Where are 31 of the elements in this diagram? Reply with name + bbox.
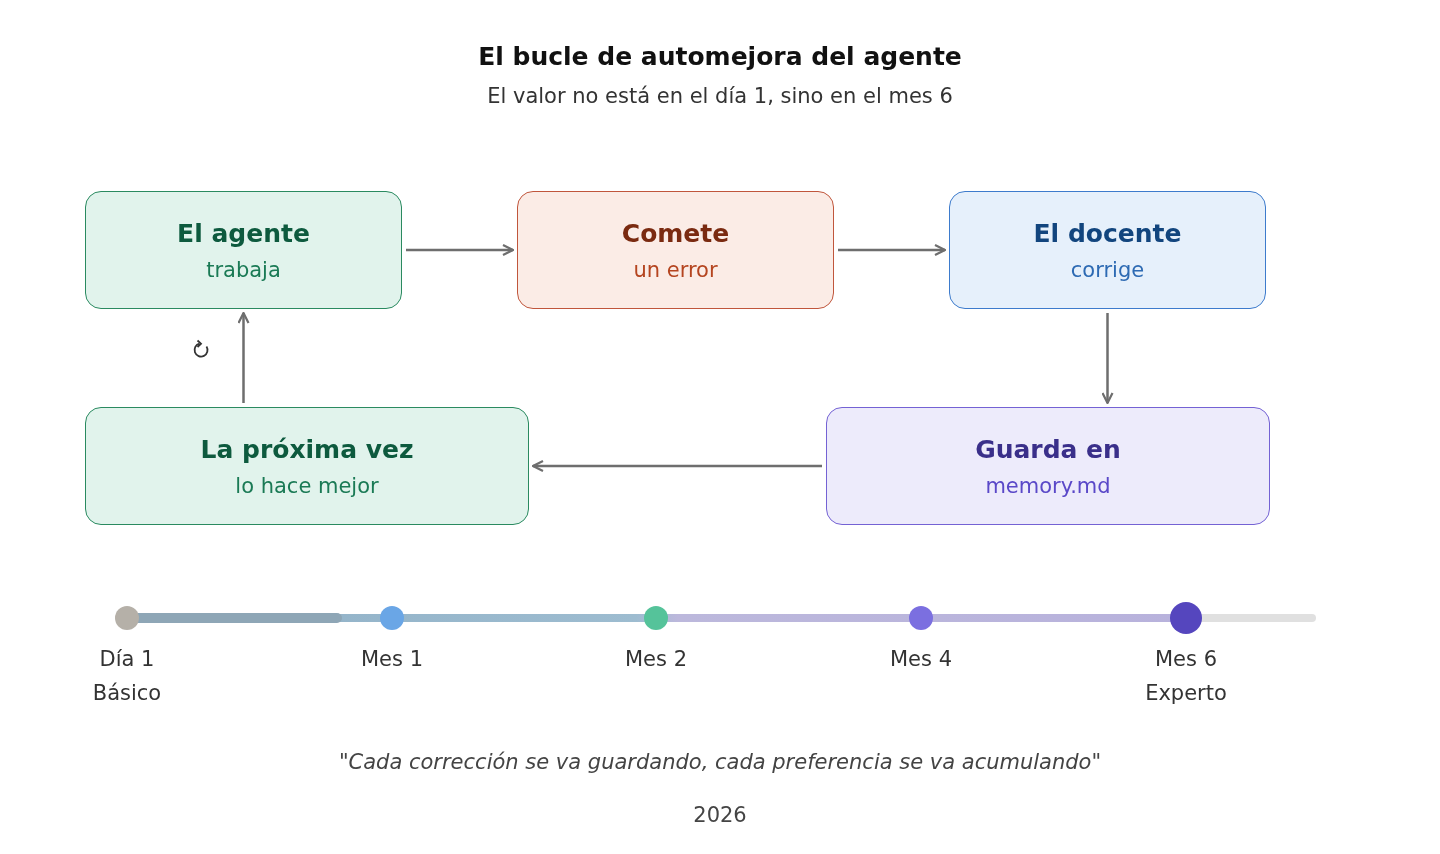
milestone-label: Día 1 — [99, 647, 155, 671]
step-detail: trabaja — [206, 257, 281, 282]
milestone-label: Mes 4 — [890, 647, 952, 671]
process-box — [517, 191, 834, 309]
milestone-label: Mes 6 — [1155, 647, 1217, 671]
diagram-title: El bucle de automejora del agente — [477, 42, 963, 71]
milestone-level: Básico — [92, 681, 162, 705]
step-heading: El agente — [177, 218, 310, 248]
milestone-level: Experto — [1145, 681, 1227, 705]
milestone-label: Mes 1 — [361, 647, 423, 671]
step-detail: un error — [633, 257, 718, 282]
step-detail: memory.md — [985, 473, 1111, 498]
year-footer: 2026 — [693, 803, 747, 827]
quote-caption: "Cada corrección se va guardando, cada preferencia se va acumulando" — [338, 750, 1102, 774]
subtitle: El valor no está en el día 1, sino en el mes 6 — [487, 84, 953, 108]
process-box — [949, 191, 1266, 309]
step-detail: corrige — [1070, 257, 1145, 282]
step-heading: El docente — [1033, 218, 1182, 248]
arrow — [531, 459, 822, 473]
step-heading: Guarda en — [975, 434, 1121, 464]
milestone-label: Mes 2 — [625, 647, 687, 671]
arrow — [237, 311, 250, 403]
step-detail: lo hace mejor — [235, 473, 379, 498]
arrow — [1101, 313, 1114, 405]
step-heading: Comete — [621, 218, 730, 248]
process-box — [85, 191, 402, 309]
arrow — [838, 243, 947, 257]
process-box — [826, 407, 1270, 525]
process-box — [85, 407, 529, 525]
step-heading: La próxima vez — [200, 434, 414, 464]
arrow — [406, 243, 515, 257]
